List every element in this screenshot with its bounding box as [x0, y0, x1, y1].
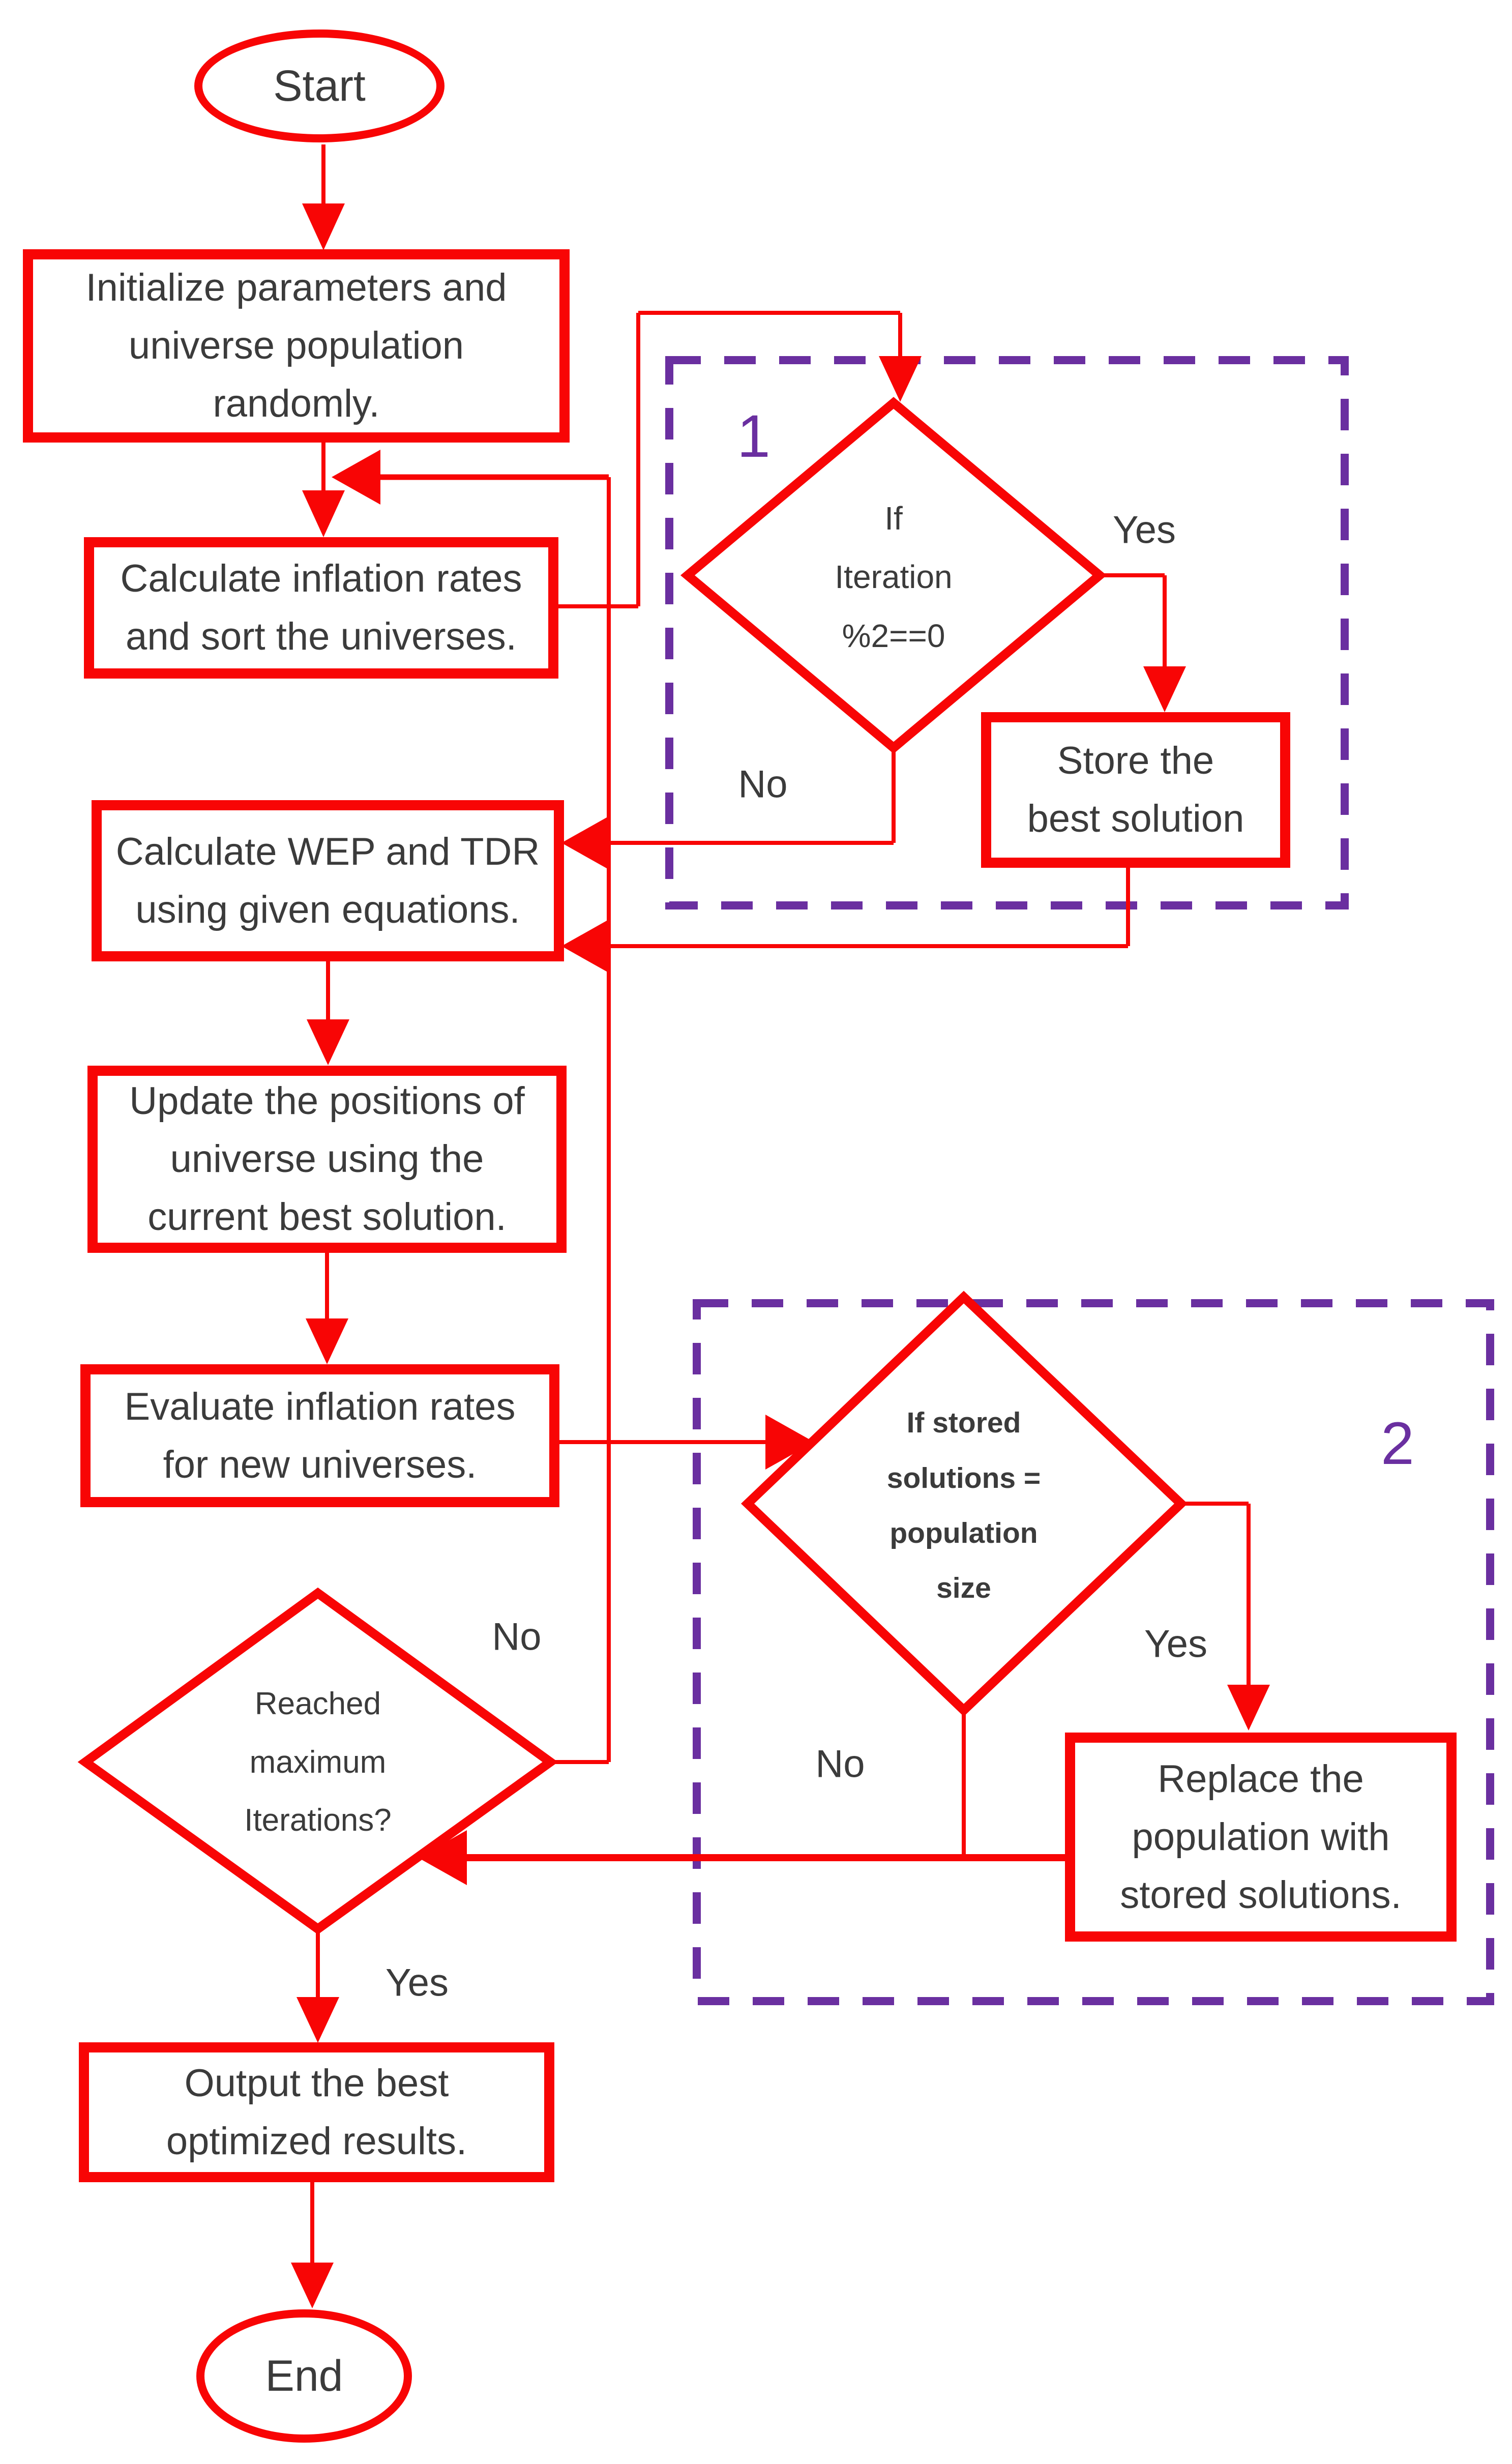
connector-replace-to-max-iter-check	[418, 1830, 1066, 1885]
end-terminator: End	[196, 2309, 412, 2443]
update-positions-process: Update the positions of universe using t…	[87, 1066, 567, 1253]
stage1-number-label: 1	[737, 403, 770, 470]
calc-wep-process: Calculate WEP and TDR using given equati…	[92, 800, 564, 961]
connector-start-to-init	[302, 144, 345, 250]
iteration-yes-label: Yes	[1113, 508, 1176, 552]
connector-stored-yes-to-replace	[1179, 1502, 1270, 1730]
iteration-no-label: No	[738, 762, 788, 806]
max-iter-check-label: Reached maximum Iterations?	[244, 1686, 392, 1838]
start-terminator: Start	[194, 30, 444, 142]
calc-inflation-process: Calculate inflation rates and sort the u…	[84, 537, 558, 679]
connector-evaluate-to-stored-check	[559, 1415, 814, 1470]
connector-calc-wep-to-update	[307, 961, 349, 1065]
connector-update-to-evaluate	[306, 1252, 348, 1364]
connector-output-to-end	[291, 2182, 334, 2308]
replace-population-process: Replace the population with stored solut…	[1065, 1733, 1457, 1942]
evaluate-inflation-process: Evaluate inflation rates for new univers…	[80, 1364, 559, 1507]
connector-max-iter-yes-to-output	[297, 1928, 339, 2043]
initialize-process: Initialize parameters and universe popul…	[23, 249, 570, 443]
max-iter-yes-label: Yes	[386, 1961, 449, 2005]
connector-iteration-no-to-calc-wep	[561, 746, 896, 870]
iteration-check-label: If Iteration %2==0	[835, 500, 953, 654]
max-iter-no-label: No	[492, 1615, 542, 1659]
connector-init-to-calc-inflation	[302, 443, 345, 537]
store-best-process: Store the best solution	[981, 712, 1290, 868]
connector-feedback-into-main	[332, 450, 609, 505]
output-results-process: Output the best optimized results.	[79, 2042, 554, 2182]
connector-store-to-calc-wep	[561, 868, 1130, 974]
stored-check-label: If stored solutions = population size	[886, 1406, 1041, 1605]
connector-iteration-yes-to-store	[1099, 573, 1186, 712]
stored-yes-label: Yes	[1144, 1622, 1207, 1666]
stored-no-label: No	[815, 1742, 865, 1786]
stage2-number-label: 2	[1381, 1410, 1414, 1477]
